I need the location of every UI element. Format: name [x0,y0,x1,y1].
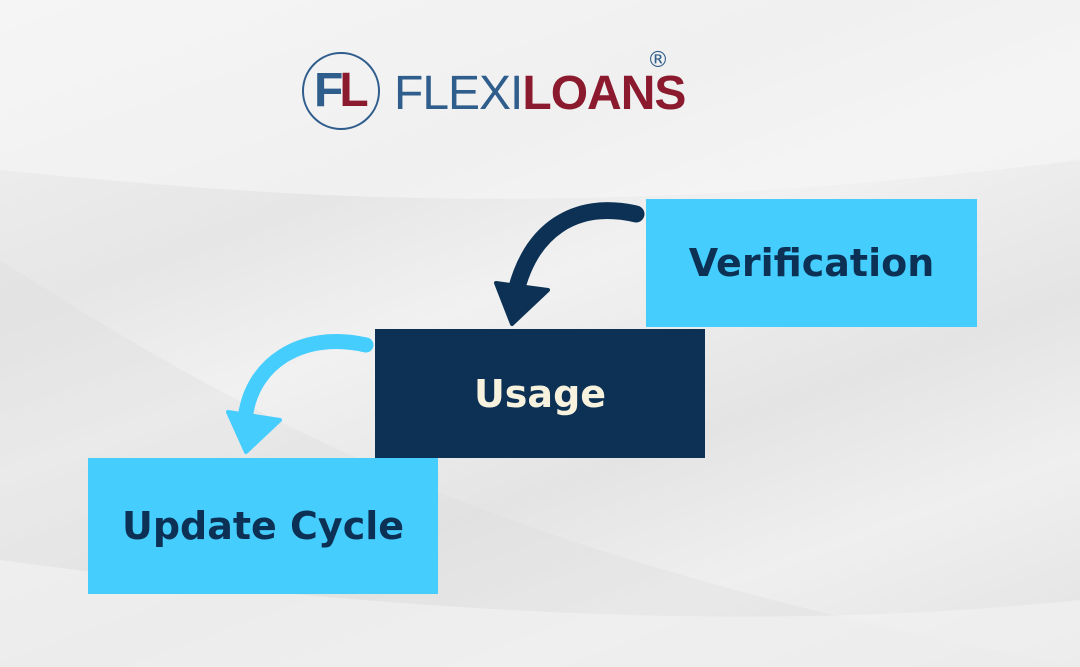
step-usage: Usage [375,329,705,458]
step-usage-label: Usage [473,371,607,416]
flexiloans-logo: FL FLEXILOANS ® [300,48,686,138]
logo-monogram: FL [314,64,369,117]
step-verification: Verification [646,199,977,327]
step-verification-label: Verification [688,241,935,285]
logo-loans: LOANS [522,67,686,120]
registered-mark: ® [647,48,669,73]
logo-wordmark: FLEXILOANS [394,66,686,122]
step-update-cycle-label: Update Cycle [121,504,405,548]
logo-flexi: FLEXI [394,67,523,120]
logo-circle [302,52,380,130]
arrow-verification-to-usage [494,202,645,326]
step-update-cycle: Update Cycle [88,458,438,594]
arrow-usage-to-update-cycle [226,334,374,454]
